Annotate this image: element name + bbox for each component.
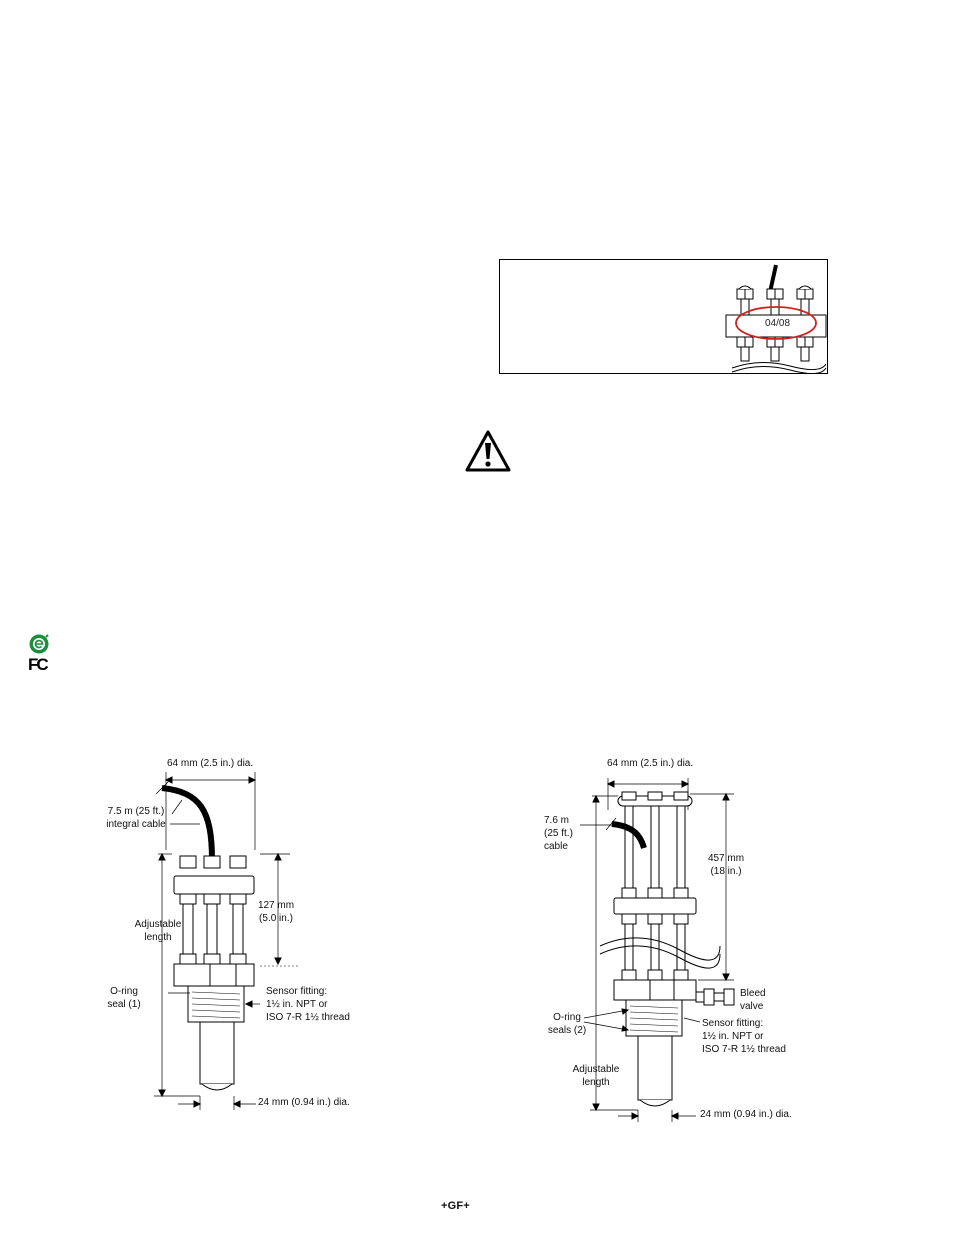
warning-triangle-icon: [465, 430, 511, 472]
right-sensor-diagram: [580, 778, 735, 1122]
left-fitting-label-2: 1½ in. NPT or: [266, 999, 328, 1010]
right-bleed-label-1: Bleed: [740, 988, 766, 999]
right-adjustable-label-2: length: [582, 1077, 610, 1088]
date-code: 04/08: [765, 318, 791, 329]
left-adjustable-label-2: length: [144, 932, 172, 943]
date-code-inset: 04/08: [499, 259, 828, 374]
recycle-e-mark-icon: [29, 634, 49, 654]
left-dia-bottom-label: 24 mm (0.94 in.) dia.: [258, 1097, 350, 1108]
left-dia-top-label: 64 mm (2.5 in.) dia.: [167, 758, 254, 769]
right-adjustable-label-1: Adjustable: [572, 1064, 620, 1075]
left-oring-label-2: seal (1): [107, 999, 141, 1010]
right-fitting-label-2: 1½ in. NPT or: [702, 1031, 764, 1042]
right-dia-top-label: 64 mm (2.5 in.) dia.: [607, 758, 694, 769]
left-height-label-2: (5.0 in.): [259, 913, 293, 924]
right-bleed-label-2: valve: [740, 1001, 764, 1012]
left-cable-label-2: integral cable: [106, 819, 166, 830]
right-height-label-1: 457 mm: [707, 853, 745, 864]
left-sensor-diagram: [154, 772, 300, 1110]
right-fitting-label-1: Sensor fitting:: [702, 1018, 764, 1029]
inset-hardware-drawing: [725, 264, 827, 374]
right-cable-label-1: 7.6 m: [544, 815, 570, 826]
left-oring-label-1: O-ring: [110, 986, 138, 997]
right-cable-label-2: (25 ft.): [544, 828, 573, 839]
right-oring-label-1: O-ring: [553, 1012, 581, 1023]
right-height-label-2: (18 in.): [710, 866, 742, 877]
left-fitting-label-3: ISO 7-R 1½ thread: [266, 1012, 350, 1023]
right-oring-label-2: seals (2): [547, 1025, 587, 1036]
fcc-icon: FC: [28, 655, 49, 674]
footer-logo: +GF+: [441, 1200, 470, 1212]
left-height-label-1: 127 mm: [257, 900, 295, 911]
right-fitting-label-3: ISO 7-R 1½ thread: [702, 1044, 786, 1055]
right-cable-label-3: cable: [544, 841, 568, 852]
left-adjustable-label-1: Adjustable: [134, 919, 182, 930]
right-dia-bottom-label: 24 mm (0.94 in.) dia.: [700, 1109, 792, 1120]
left-cable-label-1: 7.5 m (25 ft.): [107, 806, 165, 817]
left-fitting-label-1: Sensor fitting:: [266, 986, 328, 997]
